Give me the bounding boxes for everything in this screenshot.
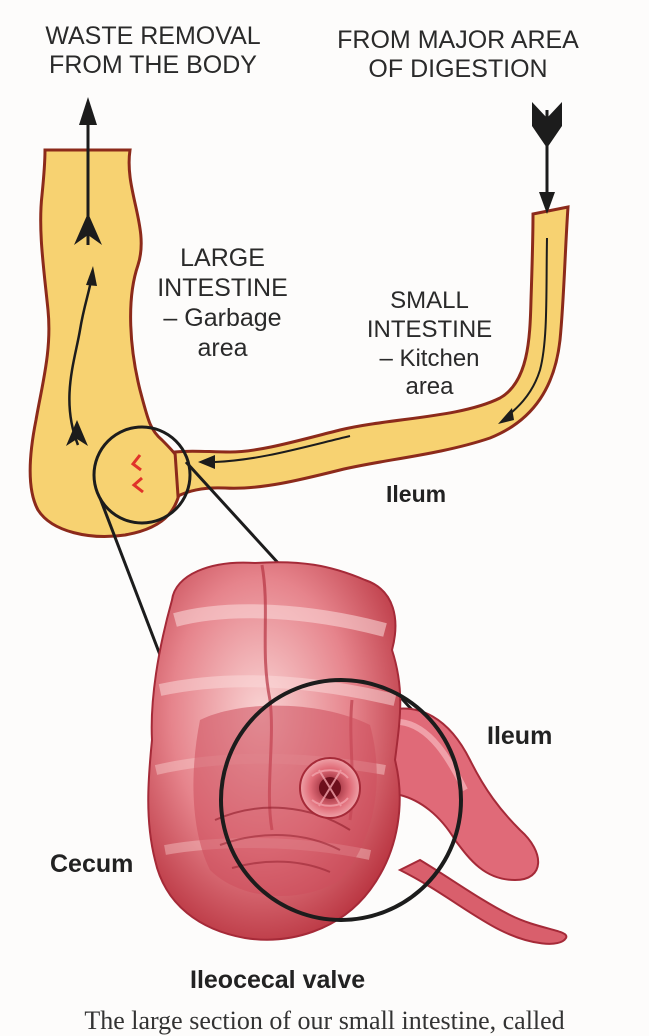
waste-arrow-head [79,97,97,125]
junction-mark [130,454,142,472]
digestion-line-1: FROM MAJOR AREA [337,26,579,54]
large-intestine-flow-tail [66,420,88,446]
small-intestine-line-3: – Kitchen [379,344,480,372]
ileum-flow [214,435,351,463]
junction-mark [131,476,144,494]
ileum-label-bottom: Ileum [487,722,553,750]
small-intestine-line-1: SMALL [390,287,469,314]
small-intestine-line-4: area [405,373,454,401]
large-intestine-line-4: area [197,334,248,362]
large-intestine-tube [28,148,184,538]
waste-removal-line-1: WASTE REMOVAL [45,22,261,50]
anatomy-illustration [147,561,568,945]
large-intestine-line-1: LARGE [180,244,265,272]
digestion-arrow-fletching [532,102,562,148]
ileum-flow-head [198,455,215,469]
large-intestine-flow [68,274,94,446]
small-intestine-tube [173,205,570,499]
ileum-label-top: Ileum [386,481,447,507]
small-intestine-flow-head [498,408,514,424]
large-intestine-flow-head [86,266,97,286]
zoom-circle-small [92,425,192,525]
digestion-arrow-head [539,192,555,214]
digestion-line-2: OF DIGESTION [368,55,548,83]
waste-arrow-fletching [74,213,102,245]
digestion-label: FROM MAJOR AREA OF DIGESTION [318,26,598,84]
small-intestine-flow [504,237,548,419]
small-intestine-label: SMALL INTESTINE – Kitchen area [352,287,507,402]
large-intestine-label: LARGE INTESTINE – Garbage area [140,243,305,363]
waste-removal-line-2: FROM THE BODY [49,51,257,79]
cecum-label: Cecum [50,850,134,878]
large-intestine-line-3: – Garbage [163,304,282,332]
waste-removal-label: WASTE REMOVAL FROM THE BODY [22,22,284,80]
large-intestine-line-2: INTESTINE [157,274,288,302]
ileocecal-valve-label: Ileocecal valve [190,966,366,994]
zoom-circle-large [219,678,463,922]
small-intestine-line-2: INTESTINE [366,315,493,343]
caption: The large section of our small intestine… [84,1006,565,1035]
